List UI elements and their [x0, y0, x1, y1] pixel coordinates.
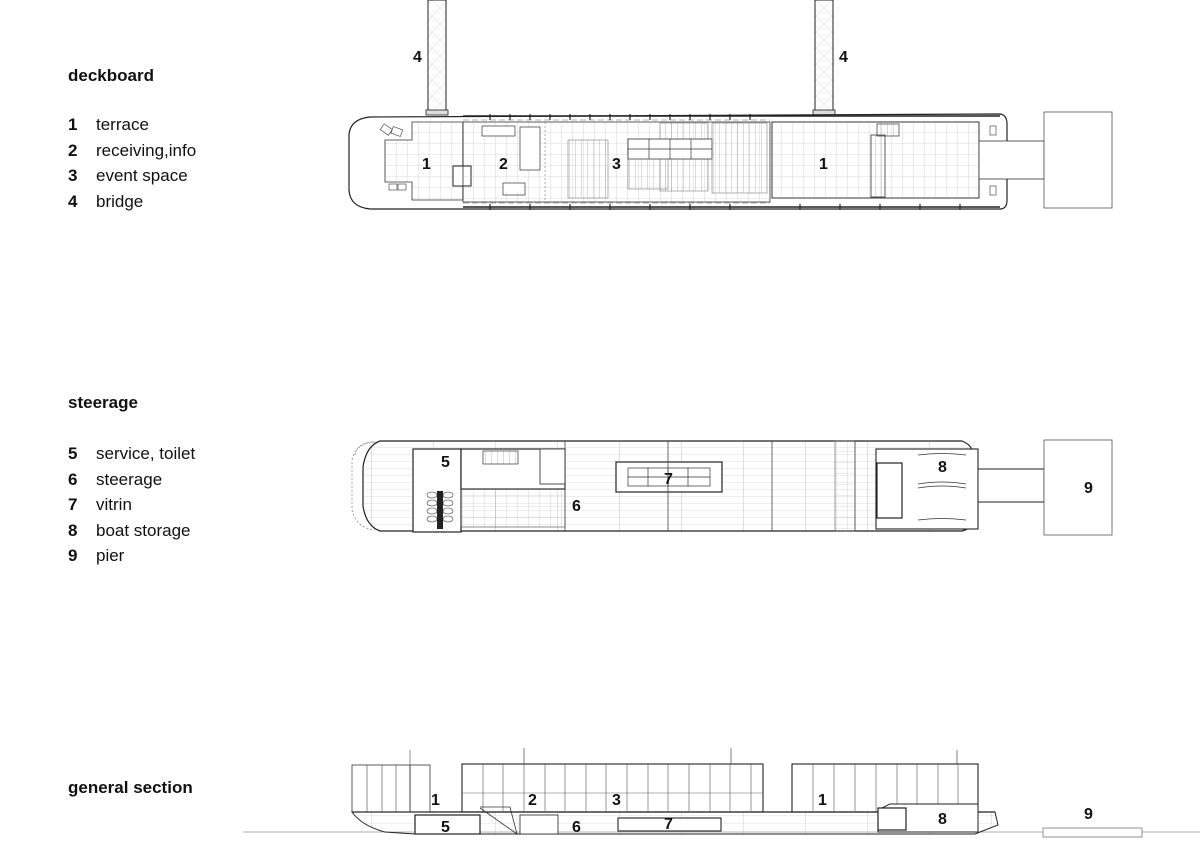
label-bridge-left: 4: [413, 49, 422, 66]
label-section-receiving: 2: [528, 792, 537, 809]
pier-section: [1042, 827, 1143, 838]
general-section: 1 2 3 1 5 6 7 8 9: [243, 748, 1200, 838]
label-section-pier: 9: [1084, 806, 1093, 823]
label-section-terrace-left: 1: [431, 792, 440, 809]
bridge-left: [425, 0, 449, 116]
legend-title-steerage: steerage: [68, 393, 138, 412]
label-boat-storage: 8: [938, 459, 947, 476]
label-section-event: 3: [612, 792, 621, 809]
label-section-boat-storage: 8: [938, 811, 947, 828]
legend-title-section: general section: [68, 778, 193, 797]
deck-plan: 4 4 1 2 3 1: [348, 0, 1113, 210]
pier-deck: [1043, 111, 1113, 209]
label-terrace-left: 1: [422, 156, 431, 173]
pier-steerage: [1043, 439, 1113, 536]
legend-section: general section: [68, 778, 193, 798]
label-service: 5: [441, 454, 450, 471]
label-steerage: 6: [572, 498, 581, 515]
label-pier: 9: [1084, 480, 1093, 497]
bridge-right: [812, 0, 836, 116]
label-section-vitrin: 7: [664, 816, 673, 833]
label-section-terrace-right: 1: [818, 792, 827, 809]
label-vitrin: 7: [664, 471, 673, 488]
legend-title-deckboard: deckboard: [68, 66, 154, 85]
steerage-plan: 5 6 7 8 9: [351, 439, 1113, 536]
label-bridge-right: 4: [839, 49, 848, 66]
label-section-steerage: 6: [572, 819, 581, 836]
label-section-service: 5: [441, 819, 450, 836]
label-terrace-right: 1: [819, 156, 828, 173]
label-event-space: 3: [612, 156, 621, 173]
label-receiving: 2: [499, 156, 508, 173]
